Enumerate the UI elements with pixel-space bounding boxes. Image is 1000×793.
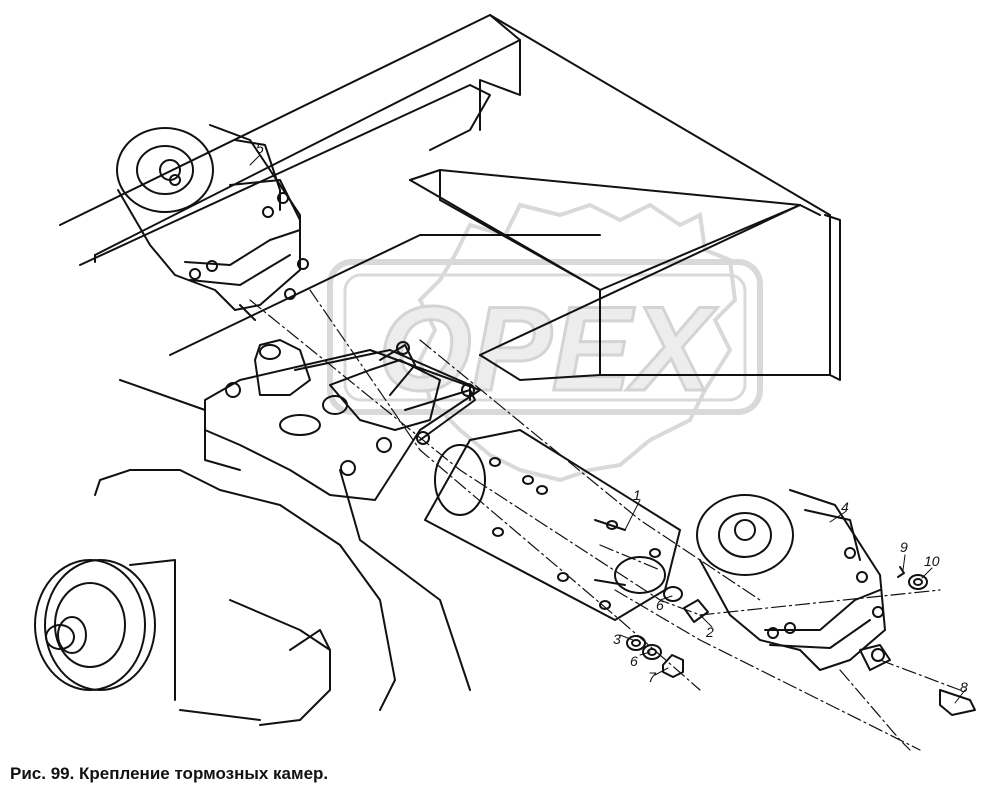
watermark-logo bbox=[327, 202, 763, 483]
callout-1: 1 bbox=[633, 487, 641, 503]
brake-chamber-4 bbox=[696, 489, 891, 671]
callout-6a: 6 bbox=[656, 597, 664, 613]
axle-housing bbox=[94, 379, 471, 726]
callout-2: 2 bbox=[705, 624, 714, 640]
figure-caption: Рис. 99. Крепление тормозных камер. bbox=[10, 764, 329, 783]
fasteners bbox=[45, 341, 976, 716]
callout-3: 3 bbox=[613, 631, 621, 647]
callout-4: 4 bbox=[841, 499, 849, 515]
callout-10: 10 bbox=[924, 553, 940, 569]
callout-5: 5 bbox=[256, 140, 264, 156]
callout-9: 9 bbox=[900, 539, 908, 555]
assembly-axis-lines bbox=[249, 289, 961, 751]
brake-chamber-5 bbox=[116, 124, 309, 321]
callout-7: 7 bbox=[648, 669, 657, 685]
frame-rails bbox=[59, 14, 841, 381]
callout-8: 8 bbox=[960, 679, 968, 695]
mounting-plate bbox=[424, 429, 681, 621]
watermark-text: OPEX bbox=[378, 282, 718, 416]
callout-6b: 6 bbox=[630, 653, 638, 669]
drive-flange bbox=[34, 559, 176, 701]
leader-lines bbox=[249, 154, 966, 704]
callouts: 1 2 3 4 5 6 6 7 8 9 10 bbox=[256, 140, 968, 695]
